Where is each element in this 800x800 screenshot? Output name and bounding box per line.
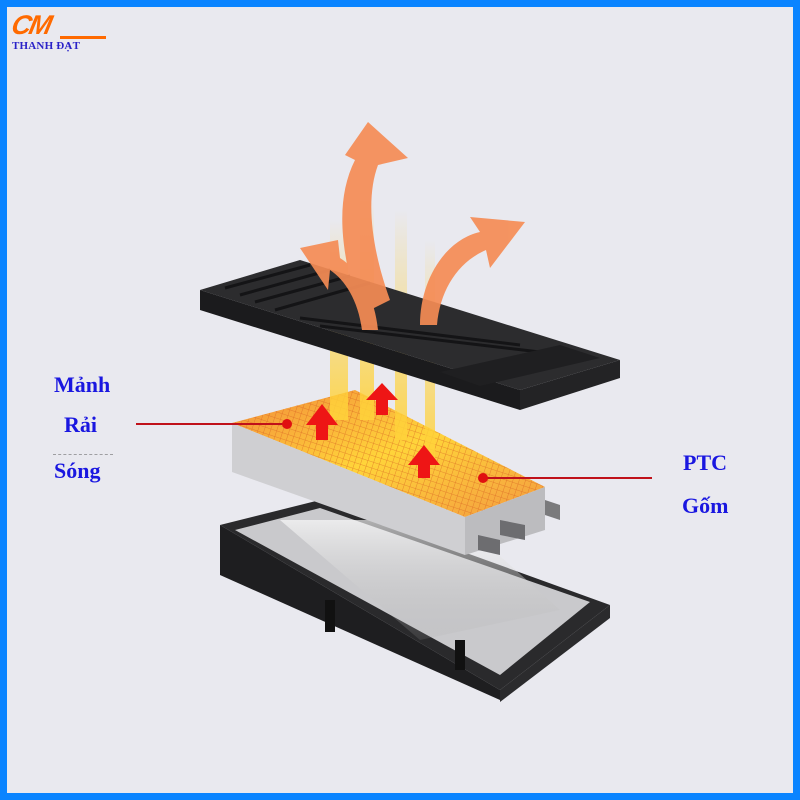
leader-line-right: [482, 477, 652, 479]
image-frame: CM THANH ĐẠT: [7, 7, 793, 793]
leader-dot-left: [282, 419, 292, 429]
dashed-separator: [53, 454, 113, 455]
heat-arrows: [306, 383, 440, 478]
label-song: Sóng: [54, 458, 101, 483]
bottom-housing: [220, 500, 610, 702]
leader-line-left: [136, 423, 286, 425]
label-gom: Gốm: [682, 493, 729, 518]
top-grille-cover: [200, 260, 620, 410]
leader-dot-right: [478, 473, 488, 483]
brand-logo: CM THANH ĐẠT: [9, 10, 106, 52]
label-ptc: PTC: [683, 450, 727, 475]
label-manh: Mảnh: [54, 372, 111, 397]
logo-underline: [60, 36, 106, 39]
label-rai: Rải: [64, 412, 97, 437]
heater-illustration: [200, 122, 620, 702]
airflow-arrows: [300, 122, 525, 330]
logo-subtitle: THANH ĐẠT: [12, 40, 81, 52]
